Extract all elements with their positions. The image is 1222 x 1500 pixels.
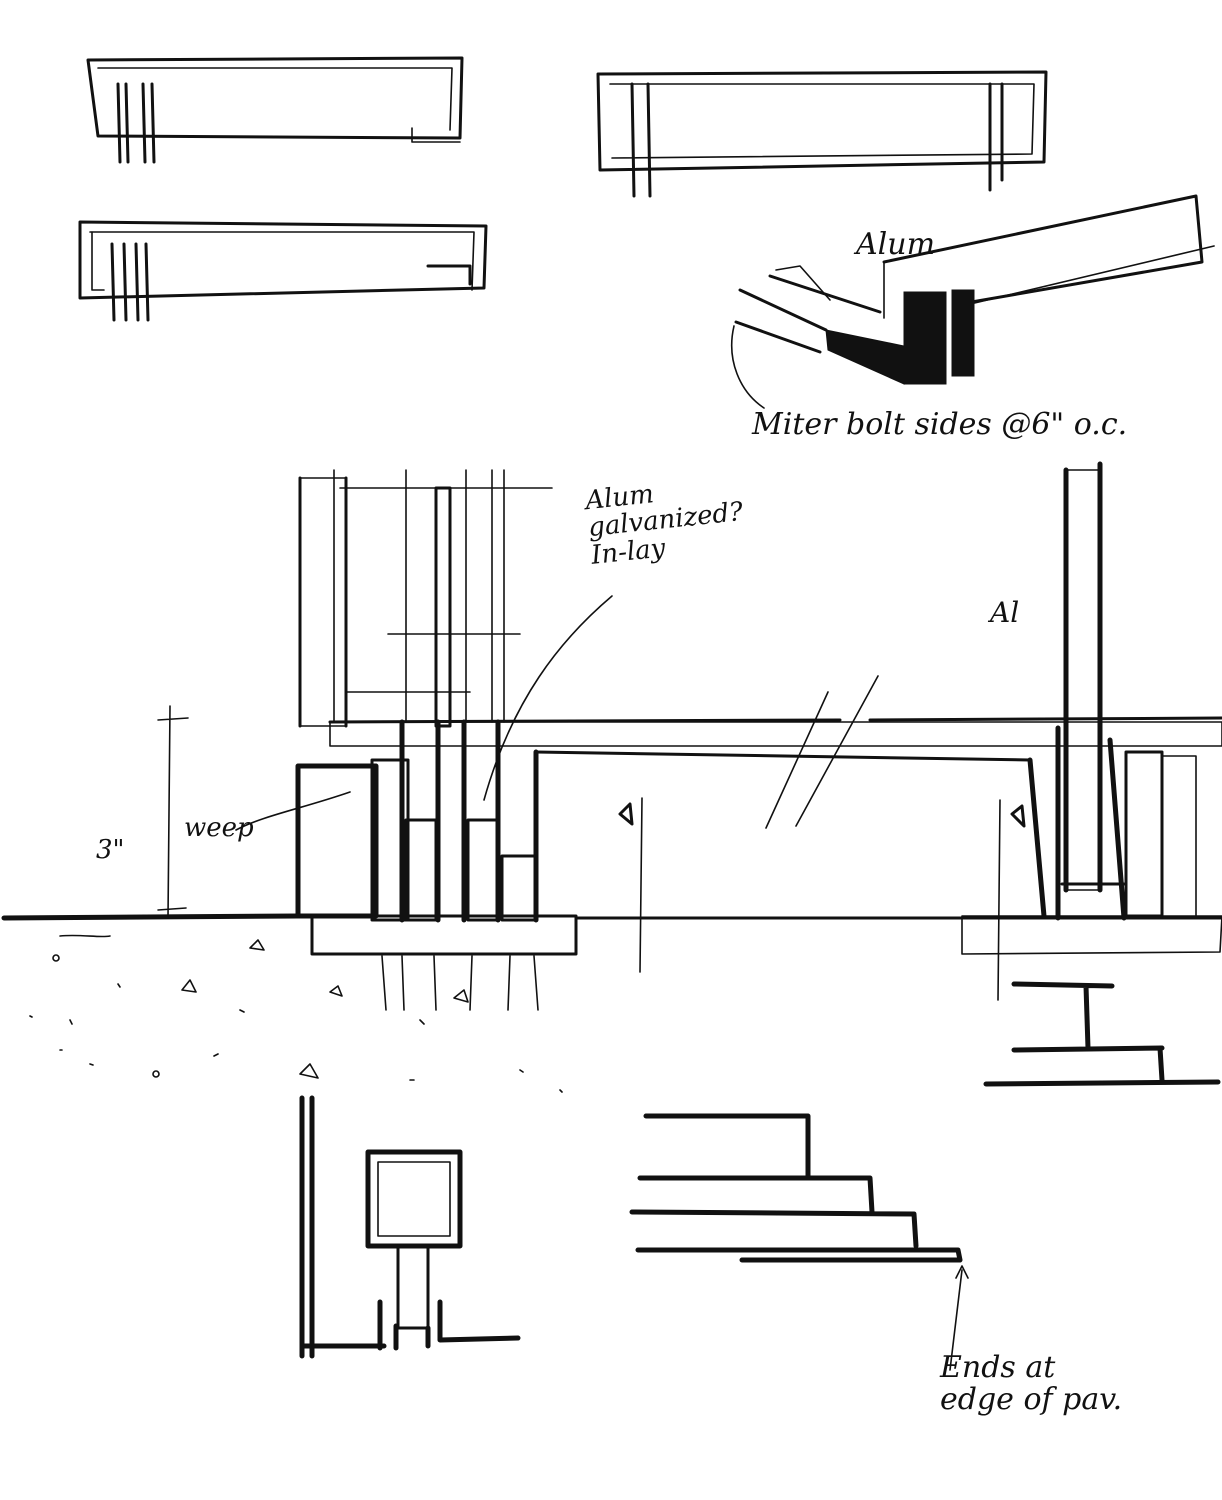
miter-corner-sketch	[730, 194, 1215, 409]
plan-sketch-2	[596, 70, 1048, 198]
plan-sketch-1	[86, 56, 464, 164]
weep-label: weep	[184, 813, 254, 843]
miter-note-label: Miter bolt sides @6" o.c.	[751, 407, 1127, 442]
right-step-detail	[983, 981, 1221, 1087]
al-label: Al	[987, 596, 1019, 629]
weep-leader	[235, 791, 351, 831]
ground-line	[1, 913, 1222, 921]
lower-elevation	[299, 1095, 521, 1359]
gravel	[29, 934, 563, 1093]
stair-steps	[629, 1113, 969, 1371]
alum-leader	[483, 595, 613, 801]
ends-note: Ends at edge of pav.	[940, 1350, 1123, 1417]
alum-galvanized-note: Alum galvanized? In-lay	[583, 479, 745, 571]
dimension-3in	[157, 705, 189, 919]
alum-top-label: Alum	[853, 227, 935, 262]
right-wall-section	[961, 461, 1222, 955]
left-wall-section	[298, 469, 553, 728]
edge-channel	[295, 719, 578, 1011]
plan-sketch-3	[78, 220, 488, 322]
section-mark	[618, 797, 1026, 1001]
pavement-slab	[328, 675, 1222, 829]
dimension-label: 3"	[96, 835, 125, 865]
